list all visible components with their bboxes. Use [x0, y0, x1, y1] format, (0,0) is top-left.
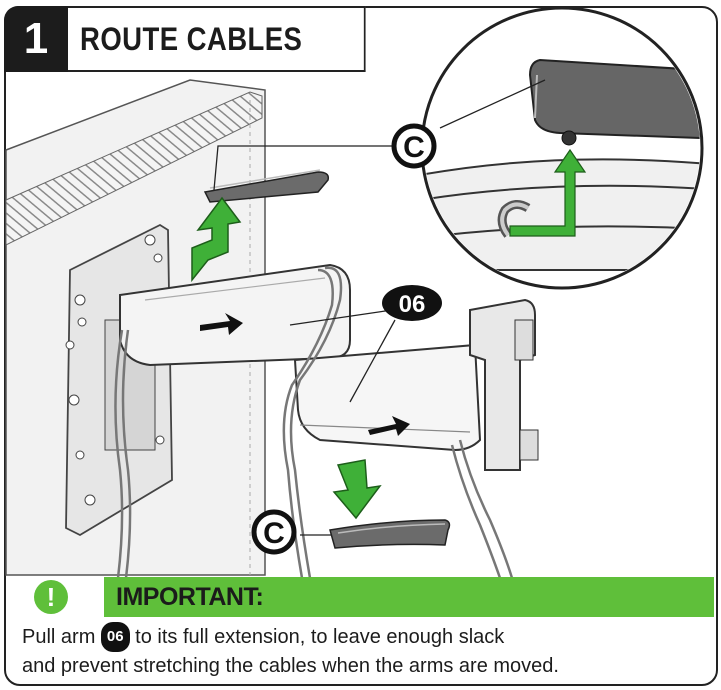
important-banner: ! IMPORTANT:: [6, 577, 714, 617]
rotate-arrow-icon: [200, 313, 243, 335]
callout-06: 06: [382, 285, 442, 321]
cables: [114, 266, 514, 579]
step-title: ROUTE CABLES: [68, 6, 366, 72]
upper-arm: [119, 263, 351, 367]
step-number: 1: [4, 6, 68, 72]
lift-arrow-icon: [191, 196, 242, 283]
part-06-badge: 06: [100, 622, 130, 652]
lower-arrow-icon: [332, 459, 382, 520]
important-label: IMPORTANT:: [104, 577, 714, 617]
callout-c-top: C: [391, 123, 437, 169]
step-header: 1 ROUTE CABLES: [4, 6, 414, 72]
cable-cover-bottom: [329, 519, 451, 549]
tv-bracket: [469, 298, 539, 471]
insert-arrow-icon: [509, 148, 587, 237]
wall-plate: [65, 223, 173, 537]
important-note: Pull arm 06 to its full extension, to le…: [22, 622, 702, 680]
note-text-line2: and prevent stretching the cables when t…: [22, 655, 559, 677]
svg-text:06: 06: [399, 291, 426, 318]
rotate-arrow-icon: [368, 416, 410, 436]
svg-text:C: C: [263, 517, 285, 550]
lower-arm: [293, 343, 482, 452]
cable-cover-top: [203, 169, 330, 203]
note-text-line1: to its full extension, to leave enough s…: [135, 626, 505, 648]
leader-lines: [213, 145, 396, 536]
exclamation-icon: !: [34, 580, 68, 614]
note-text-before: Pull arm: [22, 626, 96, 648]
callout-c-bottom: C: [251, 509, 297, 555]
detail-magnifier: [420, 6, 704, 290]
svg-text:C: C: [403, 131, 425, 164]
